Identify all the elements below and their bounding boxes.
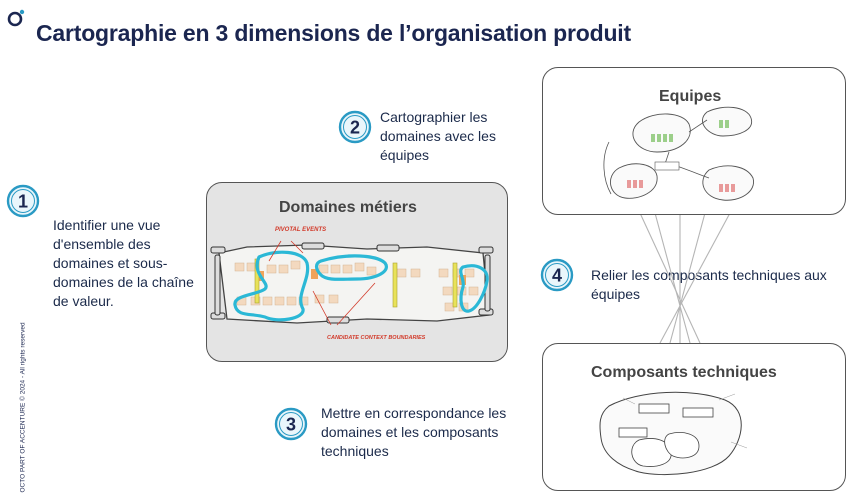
step-4-text: Relier les composants techniques aux équ…	[591, 267, 827, 302]
step-2-badge-icon: 2	[338, 110, 372, 144]
event-storming-board: PIVOTAL EVENTS CANDIDATE CONTEXT BOUNDAR…	[210, 227, 494, 341]
step-3-badge-icon: 3	[274, 407, 308, 441]
step-4-badge-icon: 4	[540, 258, 574, 292]
step-1-text: Identifier une vue d'ensemble des domain…	[53, 217, 194, 309]
domaines-metiers-panel: Domaines métiers	[206, 182, 508, 362]
bounded-context-sketch	[599, 391, 748, 476]
annotation-pivotal-events: PIVOTAL EVENTS	[275, 227, 326, 233]
team-topology-sketch	[603, 106, 754, 201]
step-2-text: Cartographier les domaines avec les équi…	[380, 109, 496, 163]
step-3-number: 3	[286, 415, 296, 435]
step-1-badge-icon: 1	[6, 184, 40, 218]
equipes-title: Equipes	[659, 88, 722, 105]
composants-techniques-title: Composants techniques	[591, 364, 777, 381]
step-1-number: 1	[18, 192, 28, 212]
octo-logo-icon	[7, 9, 25, 27]
composants-techniques-panel: Composants techniques	[542, 343, 846, 491]
step-3-text: Mettre en correspondance les domaines et…	[321, 405, 507, 459]
domaines-metiers-title: Domaines métiers	[279, 199, 417, 216]
copyright-notice: OCTO PART OF ACCENTURE © 2024 - All righ…	[19, 322, 27, 493]
step-4-number: 4	[552, 266, 562, 286]
annotation-candidate-boundaries: CANDIDATE CONTEXT BOUNDARIES	[327, 335, 426, 341]
page-title: Cartographie en 3 dimensions de l’organi…	[36, 20, 631, 46]
equipes-panel: Equipes	[542, 67, 846, 215]
step-2-number: 2	[350, 118, 360, 138]
